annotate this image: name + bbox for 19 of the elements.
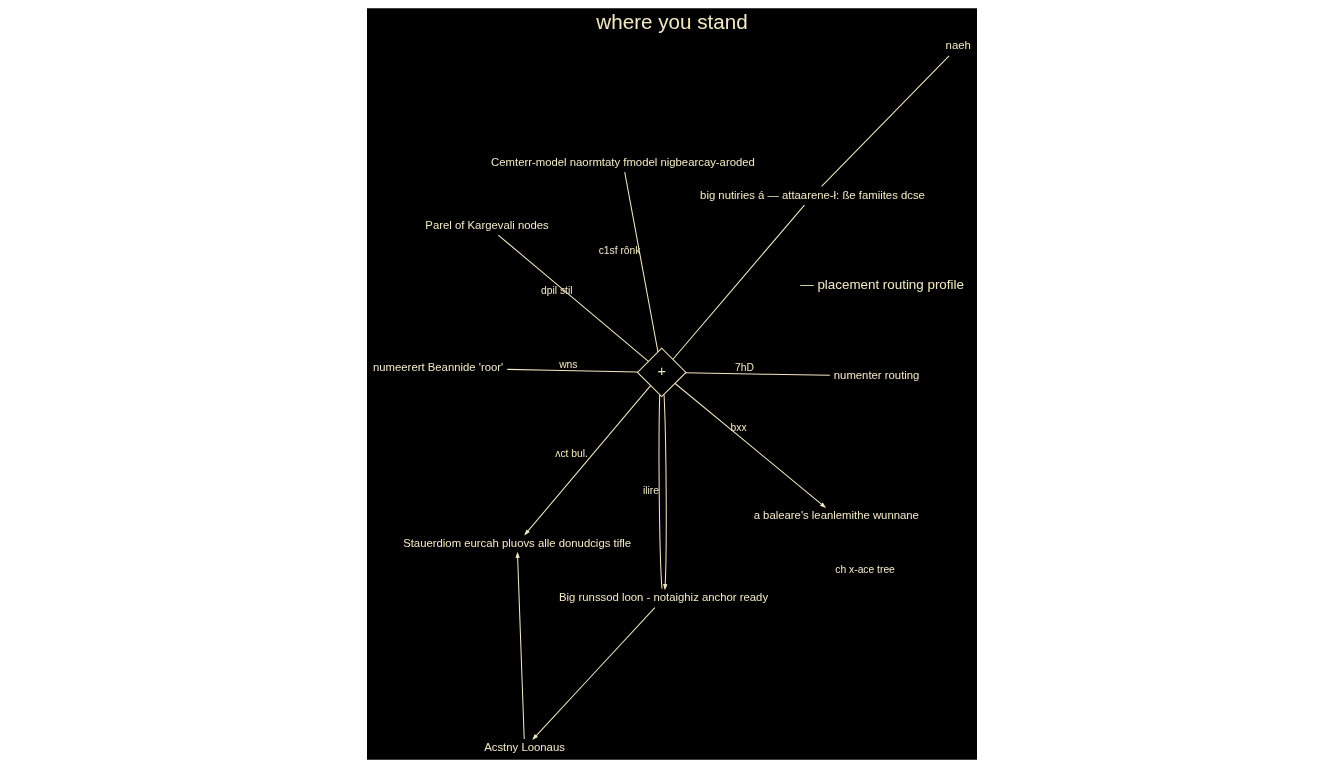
node-text: big nutiries á — attaarene-ł: ße famiites dcse bbox=[700, 188, 925, 201]
edge-label: ʌct bul. bbox=[555, 447, 588, 459]
node-text: numenter routing bbox=[833, 369, 920, 382]
node-text: Parel of Kargevali nodes bbox=[425, 218, 549, 231]
edge-label: c1sf rônk bbox=[598, 245, 641, 257]
label: bxx bbox=[730, 421, 747, 433]
diagram-title: where you stand bbox=[596, 9, 748, 33]
label: ch x-ace tree bbox=[835, 564, 895, 576]
edge-label: wns bbox=[559, 358, 578, 370]
edge-label: ilire bbox=[643, 485, 660, 497]
label: — placement routing profile bbox=[800, 277, 964, 293]
node-text: Cemterr-model naormtaty fmodel nigbearcay-aroded bbox=[491, 155, 755, 168]
node-text: Stauerdiom eurcah pluovs alle donudcigs tifle bbox=[403, 536, 632, 549]
node-text: a baleare's leanlemithe wunnane bbox=[753, 509, 919, 522]
node-text: Acstny Loonaus bbox=[484, 741, 565, 754]
node-text: Big runssod loon - notaighiz anchor ready bbox=[559, 591, 769, 604]
edge-label: 7hD bbox=[735, 361, 754, 373]
node-text: naeh bbox=[945, 39, 971, 52]
node-text: numeerert Beannide 'roor' bbox=[372, 360, 504, 373]
